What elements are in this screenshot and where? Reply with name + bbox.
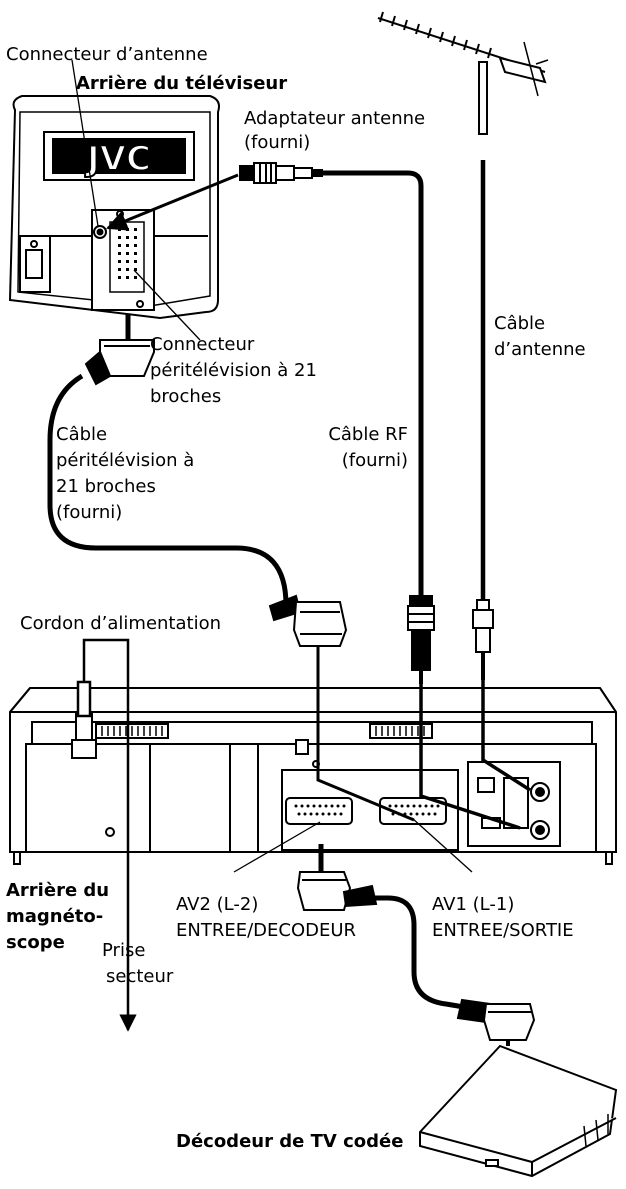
- scart-connector-label: Connecteur: [150, 334, 255, 355]
- av1-label: AV1 (L-1): [432, 894, 514, 915]
- antenna-cable-label-2: d’antenne: [494, 339, 586, 360]
- vcr-rear: [9, 687, 617, 865]
- rf-plug-icon: [407, 595, 435, 684]
- tv-rear: JVC: [8, 95, 220, 320]
- antenna-adapter-icon: [239, 162, 323, 184]
- antenna-adapter-label: Adaptateur antenne: [244, 108, 425, 129]
- scart-connector-label-3: broches: [150, 386, 221, 407]
- rf-cable-label: Câble RF: [328, 424, 408, 445]
- vcr-rear-label: Arrière du: [6, 880, 109, 901]
- tv-scart-plug-icon: [84, 339, 155, 386]
- antenna-icon: [377, 11, 549, 135]
- antenna-connector-label: Connecteur d’antenne: [6, 44, 208, 65]
- tv-rear-label: Arrière du téléviseur: [76, 73, 287, 94]
- vcr-scart-plug-icon: [268, 594, 348, 647]
- decoder-scart-plug-icon: [456, 998, 536, 1046]
- vcr-wiring: [316, 646, 531, 830]
- vcr-rear-label-3: scope: [6, 932, 65, 953]
- outlet-label: Prise: [102, 940, 145, 961]
- pointer-lines: [71, 59, 473, 873]
- power-cord: [76, 638, 137, 1032]
- scart-cable-label-2: péritélévision à: [56, 450, 194, 471]
- scart-cable-label-3: 21 broches: [56, 476, 156, 497]
- antenna-plug-icon: [472, 599, 494, 680]
- decoder-scart-plug-top-icon: [296, 844, 378, 911]
- decoder-box: [419, 1044, 618, 1178]
- tv-logo: JVC: [85, 139, 151, 179]
- scart-cable-tv-vcr: [47, 373, 289, 606]
- av2-label: AV2 (L-2): [176, 894, 258, 915]
- antenna-adapter-supplied-label: (fourni): [244, 132, 310, 153]
- av1-function-label: ENTREE/SORTIE: [432, 920, 574, 941]
- adapter-arrow: [106, 173, 239, 231]
- av2-function-label: ENTREE/DECODEUR: [176, 920, 356, 941]
- scart-cable-label: Câble: [56, 424, 107, 445]
- rf-cable: [322, 170, 424, 596]
- outlet-label-2: secteur: [106, 966, 174, 987]
- antenna-cable-label: Câble: [494, 313, 545, 334]
- scart-cable-vcr-decoder: [375, 895, 471, 1011]
- vcr-rear-label-2: magnéto-: [6, 906, 103, 927]
- scart-connector-label-2: péritélévision à 21: [150, 360, 317, 381]
- rf-cable-supplied-label: (fourni): [342, 450, 408, 471]
- scart-cable-label-4: (fourni): [56, 502, 122, 523]
- power-cord-label: Cordon d’alimentation: [20, 613, 221, 634]
- decoder-label: Décodeur de TV codée: [176, 1131, 403, 1152]
